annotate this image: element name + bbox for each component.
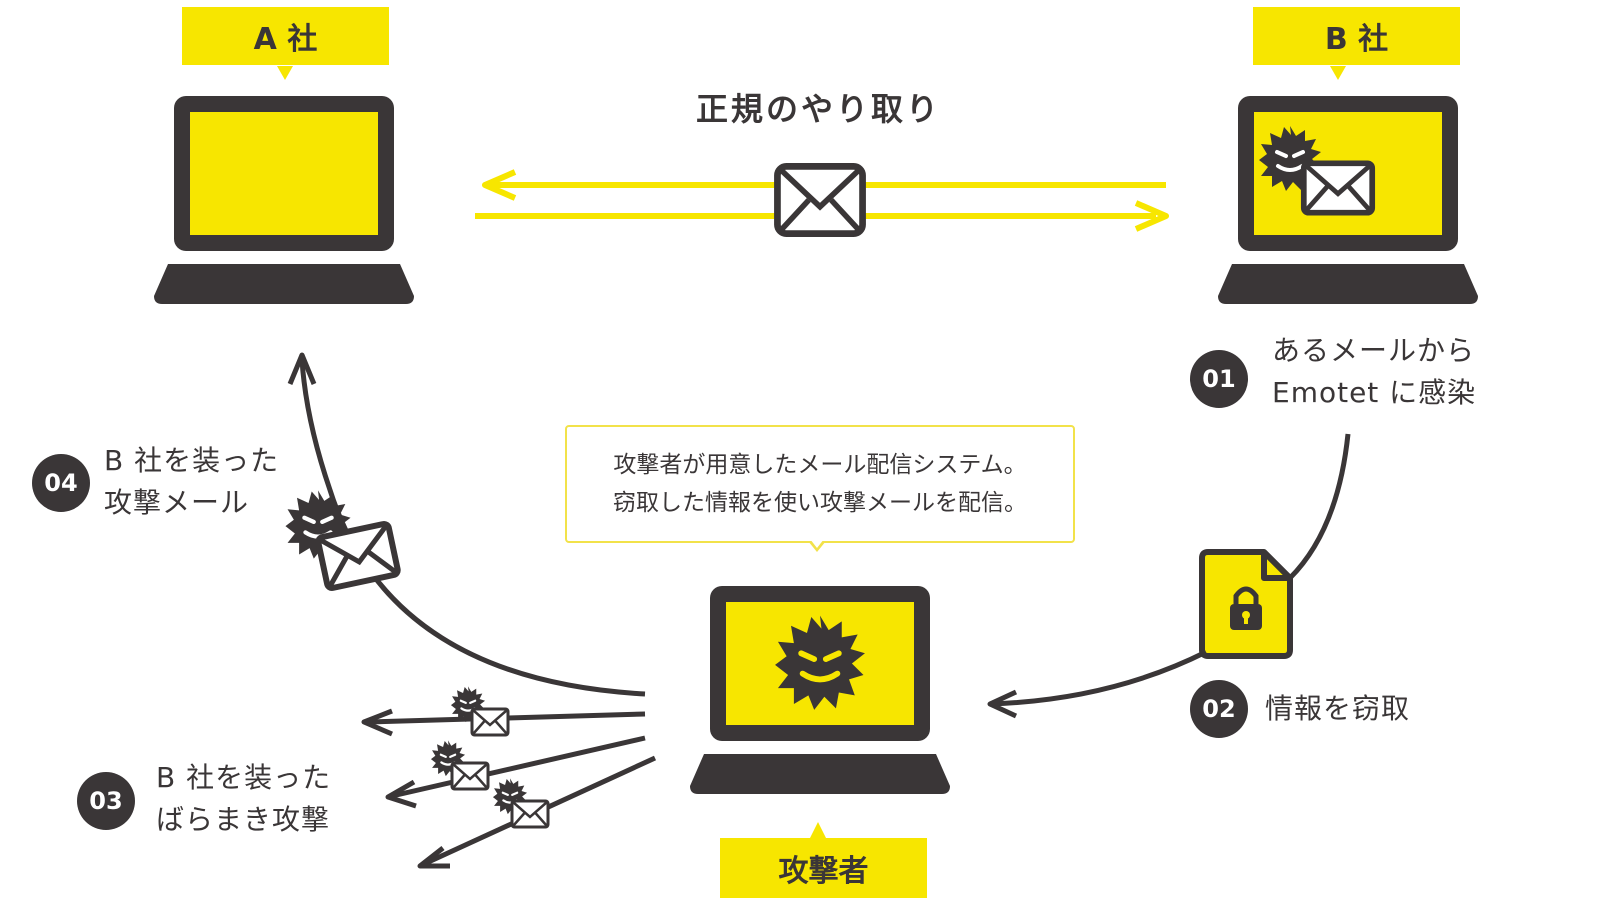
step-01-line-2: Emotet に感染 <box>1272 376 1477 409</box>
company-a-tag: A 社 <box>182 7 389 65</box>
locked-file-icon <box>1199 549 1293 659</box>
b-tag-tail <box>1330 66 1346 80</box>
step-03-number: 03 <box>89 787 123 815</box>
step-04-line-1: B 社を装った <box>104 444 280 477</box>
step-03-badge: 03 <box>77 772 135 830</box>
attacker-label: 攻撃者 <box>778 854 869 889</box>
step-04-badge: 04 <box>32 454 90 512</box>
step-02-connector <box>989 649 1208 707</box>
company-b-tag: B 社 <box>1253 7 1460 65</box>
company-a-label: A 社 <box>253 22 318 57</box>
attacker-tag-tail <box>810 822 826 838</box>
attacker-tag: 攻撃者 <box>720 838 927 898</box>
step-04-line-2: 攻撃メール <box>104 486 250 519</box>
mail-icon <box>317 523 398 589</box>
step-01-text: あるメールから Emotet に感染 <box>1272 330 1476 414</box>
mail-icon <box>1304 163 1372 212</box>
company-b-label: B 社 <box>1324 22 1389 57</box>
laptop-b-icon <box>1218 96 1478 304</box>
step-02-text: 情報を窃取 <box>1265 688 1410 730</box>
step-04-text: B 社を装った 攻撃メール <box>104 440 279 524</box>
step-01-badge: 01 <box>1190 350 1248 408</box>
mail-icon <box>470 707 510 737</box>
attacker-system-note: 攻撃者が用意したメール配信システム。 窃取した情報を使い攻撃メールを配信。 <box>565 425 1075 543</box>
step-01-connector <box>1288 433 1351 580</box>
mail-icon <box>774 163 866 237</box>
step-03-text: B 社を装った ばらまき攻撃 <box>156 757 331 841</box>
note-line-1: 攻撃者が用意したメール配信システム。 <box>613 452 1027 478</box>
arrow-icon <box>287 352 317 385</box>
note-tail-inner <box>810 539 824 548</box>
laptop-a-icon <box>154 96 414 304</box>
mail-icon <box>510 799 550 829</box>
step-02-number: 02 <box>1202 695 1236 723</box>
arrow-icon <box>987 689 1018 719</box>
step-03-line-2: ばらまき攻撃 <box>156 803 331 836</box>
note-line-2: 窃取した情報を使い攻撃メールを配信。 <box>613 490 1027 516</box>
laptop-attacker-icon <box>690 586 950 794</box>
step-01-line-1: あるメールから <box>1272 334 1476 367</box>
step-03-line-1: B 社を装った <box>156 761 332 794</box>
step-02-badge: 02 <box>1190 680 1248 738</box>
mail-icon <box>450 761 490 791</box>
a-tag-tail <box>277 66 293 80</box>
step-02-line-1: 情報を窃取 <box>1265 692 1411 725</box>
step-04-number: 04 <box>44 469 78 497</box>
legit-exchange-label: 正規のやり取り <box>696 90 942 128</box>
step-01-number: 01 <box>1202 365 1236 393</box>
